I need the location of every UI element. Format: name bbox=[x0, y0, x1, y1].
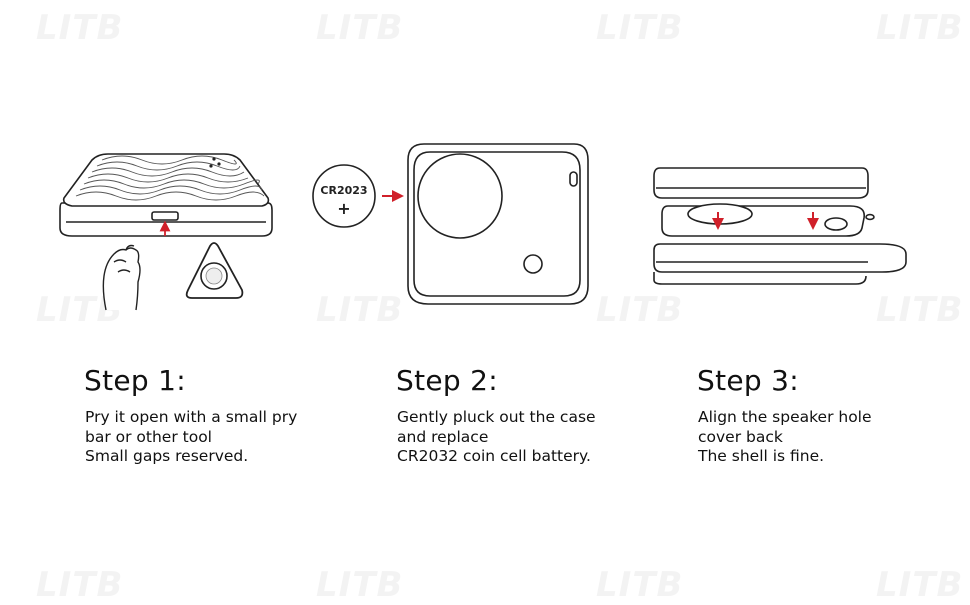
device-base bbox=[653, 243, 907, 273]
step1-illustration bbox=[59, 153, 273, 311]
watermark: LITB bbox=[876, 8, 964, 48]
watermark: LITB bbox=[316, 290, 404, 330]
watermark: LITB bbox=[316, 565, 404, 605]
watermark: LITB bbox=[596, 290, 684, 330]
watermark: LITB bbox=[36, 8, 124, 48]
step2-line: CR2032 coin cell battery. bbox=[397, 447, 591, 465]
battery-label: CR2023 bbox=[320, 184, 367, 197]
guitar-pick-pry-tool-icon bbox=[185, 242, 244, 299]
step3-description: Align the speaker hole cover back The sh… bbox=[698, 408, 872, 467]
tracker-device-icon bbox=[407, 143, 589, 305]
watermark: LITB bbox=[876, 565, 964, 605]
device-lid bbox=[62, 153, 270, 207]
watermark: LITB bbox=[876, 290, 964, 330]
watermark: LITB bbox=[596, 565, 684, 605]
battery-plus: + bbox=[337, 199, 350, 218]
step2-line: Gently pluck out the case bbox=[397, 408, 596, 426]
device-lid bbox=[653, 167, 869, 199]
illustrations: CR2023 + bbox=[59, 143, 907, 311]
step3-line: cover back bbox=[698, 427, 783, 446]
step1-line: Small gaps reserved. bbox=[85, 447, 249, 465]
watermark: LITB bbox=[316, 8, 404, 48]
watermark: LITB bbox=[596, 8, 684, 48]
step1-line: Pry it open with a small pry bbox=[85, 408, 298, 426]
step1-line: bar or other tool bbox=[85, 427, 212, 446]
step2-illustration: CR2023 + bbox=[312, 143, 589, 305]
step2-description: Gently pluck out the case and replace CR… bbox=[397, 408, 596, 467]
step3-illustration bbox=[653, 167, 907, 285]
step1-description: Pry it open with a small pry bar or othe… bbox=[85, 408, 297, 467]
step3-title: Step 3: bbox=[697, 364, 800, 397]
hand-icon bbox=[102, 244, 141, 311]
step1-title: Step 1: bbox=[84, 364, 187, 397]
step3-line: Align the speaker hole bbox=[698, 408, 872, 426]
step2-line: and replace bbox=[397, 427, 489, 446]
step3-line: The shell is fine. bbox=[698, 447, 825, 465]
watermark: LITB bbox=[36, 565, 124, 605]
coin-battery-icon: CR2023 + bbox=[312, 164, 376, 228]
step2-title: Step 2: bbox=[396, 364, 499, 397]
